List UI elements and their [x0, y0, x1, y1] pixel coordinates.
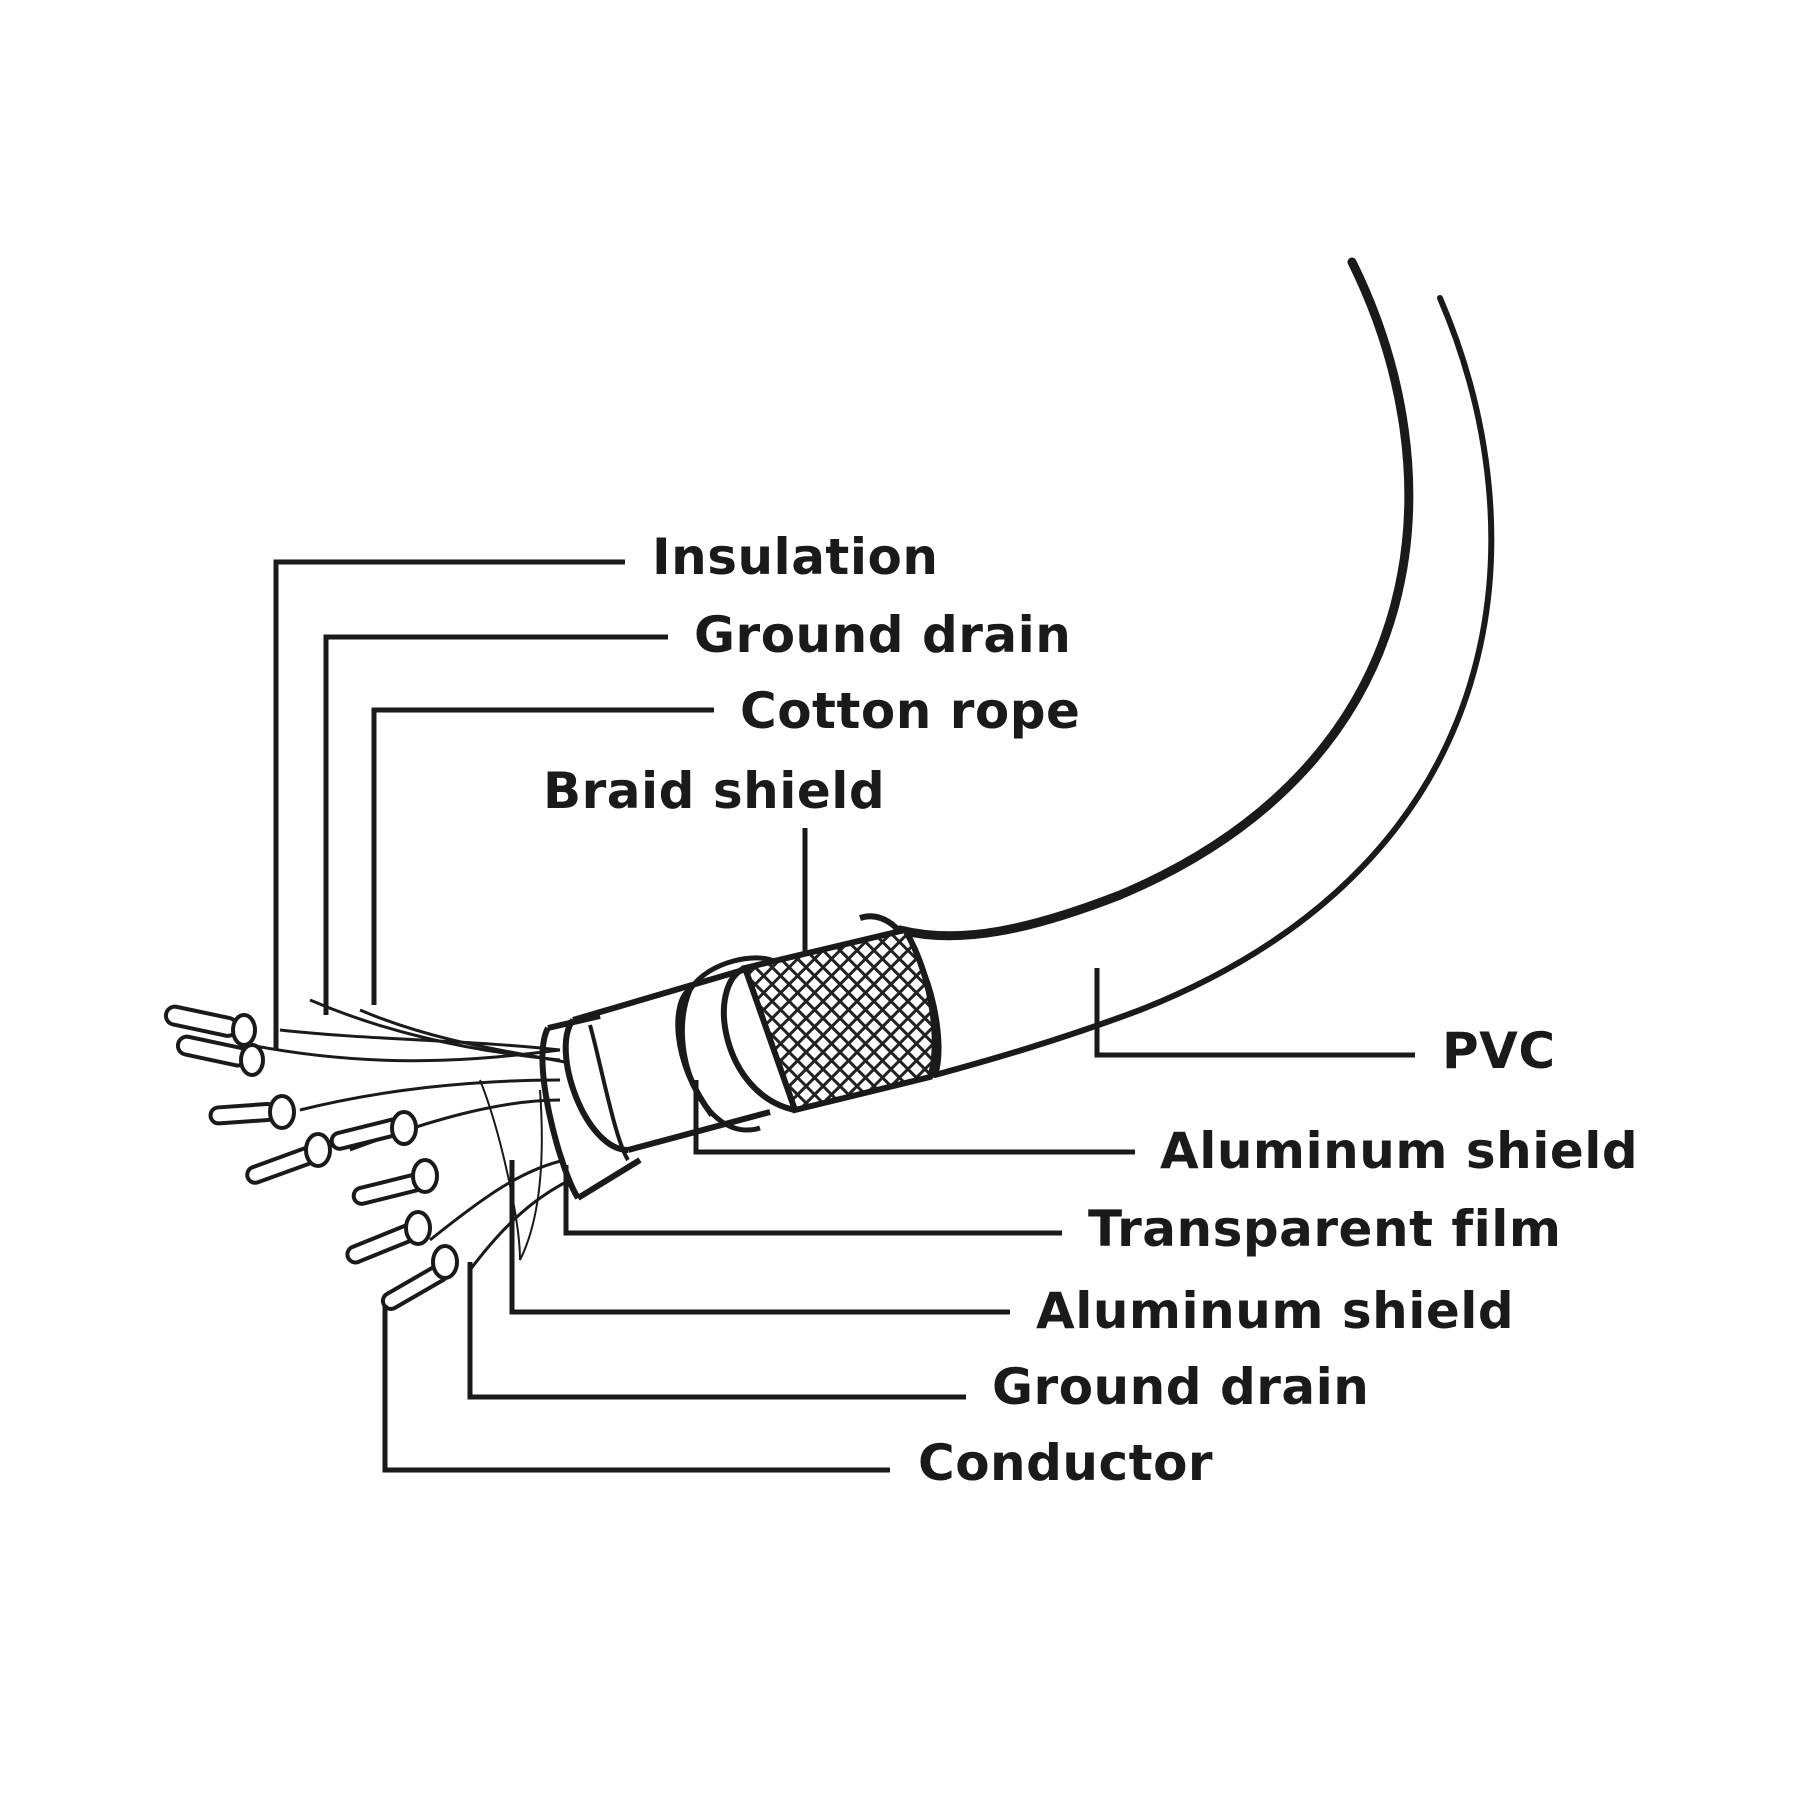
- label-transparent-film: Transparent film: [1088, 1200, 1562, 1258]
- pvc-jacket: [895, 257, 1495, 1078]
- leader-aluminum-shield-inner: [509, 1160, 1010, 1315]
- label-cotton-rope: Cotton rope: [740, 682, 1081, 740]
- leader-ground-drain-top: [323, 634, 668, 1015]
- label-ground-drain-top: Ground drain: [694, 606, 1072, 664]
- inner-wires: [249, 998, 571, 1271]
- label-aluminum-shield-outer: Aluminum shield: [1160, 1122, 1639, 1180]
- leader-transparent-film: [563, 1165, 1062, 1236]
- label-pvc: PVC: [1442, 1022, 1556, 1080]
- label-insulation: Insulation: [652, 528, 939, 586]
- leader-aluminum-shield-outer: [693, 1080, 1135, 1155]
- transparent-film: [539, 1013, 642, 1201]
- leader-insulation: [273, 559, 625, 1050]
- label-aluminum-shield-inner: Aluminum shield: [1036, 1282, 1515, 1340]
- leader-conductor: [382, 1305, 890, 1473]
- leader-cotton-rope: [371, 707, 714, 1005]
- label-conductor: Conductor: [918, 1434, 1214, 1492]
- label-braid-shield: Braid shield: [543, 762, 886, 820]
- leader-pvc: [1094, 968, 1415, 1058]
- leader-lines: [273, 559, 1415, 1473]
- leader-ground-drain-bottom: [467, 1262, 966, 1400]
- braid-shield: [679, 926, 938, 1133]
- outer-aluminum-shield: [562, 965, 771, 1153]
- label-ground-drain-bottom: Ground drain: [992, 1358, 1370, 1416]
- conductor-tips: [163, 1004, 459, 1311]
